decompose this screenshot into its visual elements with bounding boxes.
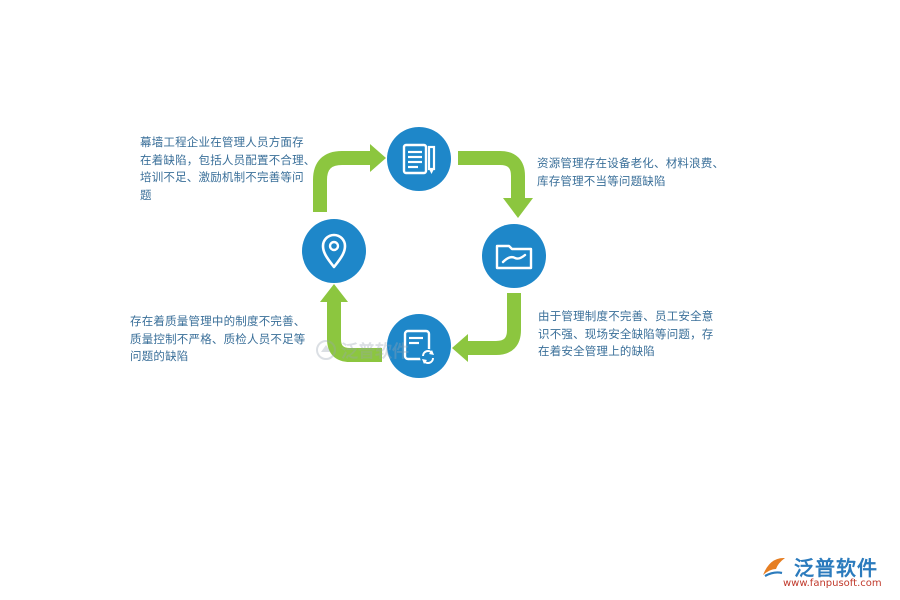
document-pencil-icon xyxy=(402,143,436,175)
brand-url[interactable]: www.fanpusoft.com xyxy=(783,578,882,589)
brand-logo: 泛普软件 xyxy=(760,552,878,581)
arrow-bottom-to-left xyxy=(327,302,382,362)
arrowhead-top xyxy=(370,144,386,172)
node-text-resource: 资源管理存在设备老化、材料浪费、 库存管理不当等问题缺陷 xyxy=(537,156,725,188)
brand-logo-icon xyxy=(763,557,785,577)
arrowhead-left xyxy=(320,284,348,302)
node-circle-right xyxy=(482,224,546,288)
arrowhead-bottom xyxy=(452,334,468,362)
node-text-personnel: 幕墙工程企业在管理人员方面存 在着缺陷，包括人员配置不合理、 培训不足、激励机制… xyxy=(140,135,316,202)
watermark-logo-icon xyxy=(316,339,336,360)
watermark: 泛普软件 xyxy=(315,337,409,362)
node-circle-bottom xyxy=(387,314,451,378)
arrow-top-to-right xyxy=(458,151,525,198)
note-refresh-icon xyxy=(403,329,436,365)
node-text-safety: 由于管理制度不完善、员工安全意 识不强、现场安全缺陷等问题，存 在着安全管理上的… xyxy=(538,309,714,358)
watermark-text: 泛普软件 xyxy=(341,342,409,362)
node-text-quality: 存在着质量管理中的制度不完善、 质量控制不严格、质检人员不足等 问题的缺陷 xyxy=(130,314,306,363)
brand-name: 泛普软件 xyxy=(794,556,878,580)
location-pin-icon xyxy=(321,233,347,269)
node-circle-top xyxy=(387,127,451,191)
arrow-right-to-bottom xyxy=(466,293,521,355)
arrow-left-to-top xyxy=(313,151,372,212)
folder-icon xyxy=(495,244,533,270)
arrowhead-right xyxy=(503,198,533,218)
node-circle-left xyxy=(302,219,366,283)
